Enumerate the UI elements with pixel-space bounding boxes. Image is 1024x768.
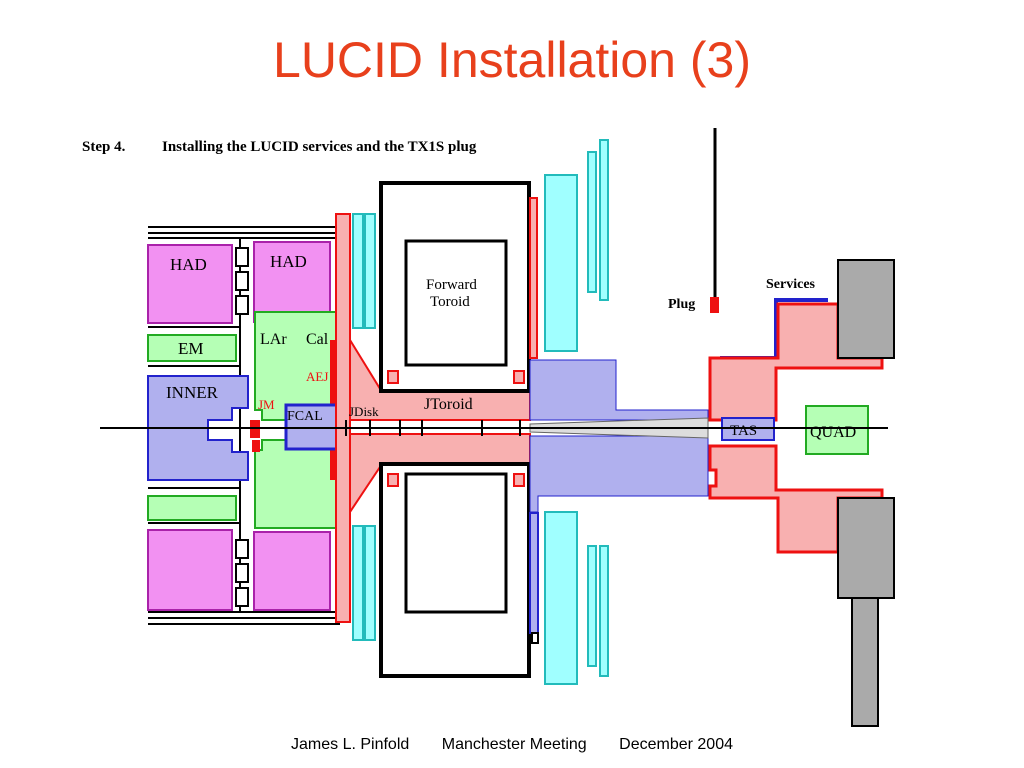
fcal-label: FCAL [287,409,323,424]
jtoroid-label: JToroid [424,396,473,413]
tas-label: TAS [730,423,757,439]
gray-block-bottom [837,497,895,599]
had-label-left: HAD [170,255,207,274]
footer: James L. Pinfold Manchester Meeting Dece… [0,736,1024,754]
forward-toroid-top-inner [404,239,508,367]
had-block-bottom-right [253,531,331,611]
small-boxes [235,247,249,607]
forward-toroid-label-2: Toroid [430,294,470,310]
toroid-back-plate-black [531,632,539,644]
had-block-top-left [147,244,233,324]
slide-title: LUCID Installation (3) [273,32,751,88]
aej-label: AEJ [306,369,328,384]
had-block-top-right [253,241,331,323]
plug-block [710,297,719,313]
footer-author: James L. Pinfold [291,736,410,753]
forward-toroid-bottom-inner [404,472,508,614]
gray-block-top [837,259,895,359]
em-block-bottom [147,495,237,521]
services-label: Services [766,277,816,292]
cyan-plates-right [544,139,609,685]
beam-shielding [529,359,709,421]
beam-shielding-lower [529,435,709,513]
toroid-markers [387,370,525,487]
toroid-back-plate-blue [529,512,539,634]
plug-label: Plug [668,297,695,312]
had-label-right: HAD [270,252,307,271]
quad-label: QUAD [810,424,856,441]
jdisk-label: JDisk [349,404,379,419]
gray-support-post [851,597,879,727]
em-block-top [147,334,237,362]
footer-date: December 2004 [619,736,733,753]
tx1s-lower-shield [708,444,884,554]
jm-label: JM [258,397,275,412]
footer-event: Manchester Meeting [441,736,587,753]
had-block-bottom-left [147,529,233,611]
cal-label: Cal [306,331,329,348]
endcap-plate [335,213,351,623]
beam-ticks [345,420,521,436]
em-label: EM [178,339,204,358]
toroid-back-plates [529,197,538,359]
step-label: Step 4. [82,139,126,155]
quad-block [805,405,869,455]
lar-label: LAr [260,331,287,348]
cyan-plates-left [352,213,376,641]
inner-label: INNER [166,383,219,402]
forward-toroid-label-1: Forward [426,277,477,293]
step-title: Installing the LUCID services and the TX… [162,139,477,155]
